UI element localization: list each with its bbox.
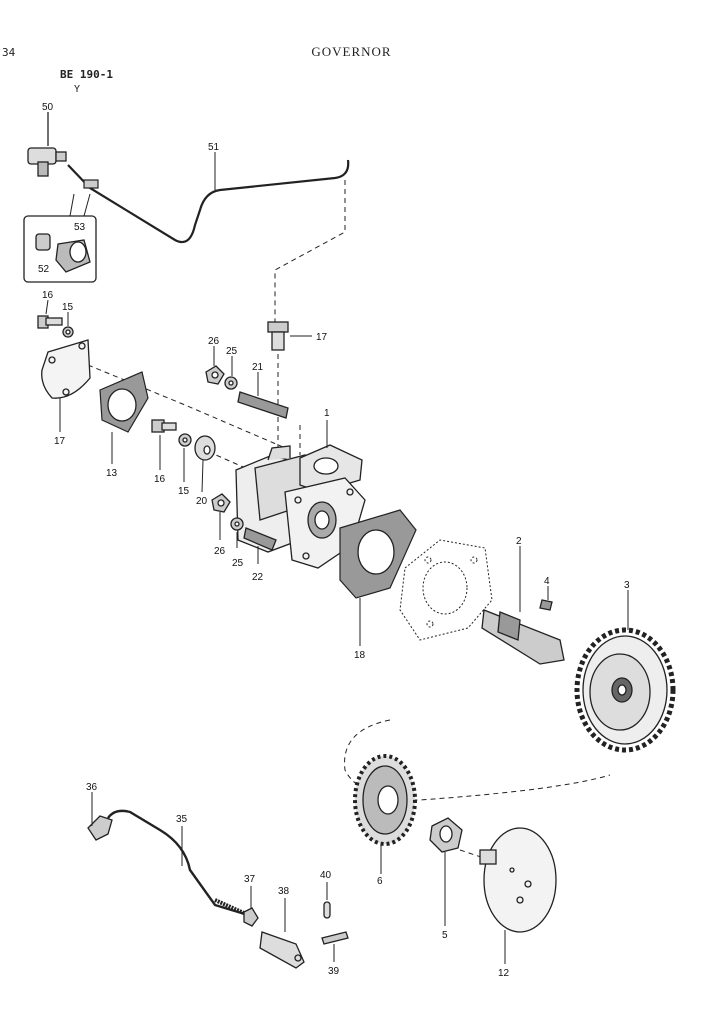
part-label-15: 15 — [178, 486, 190, 497]
part-label-13: 20 — [196, 496, 208, 507]
dotted-mounting-plate — [399, 539, 493, 641]
part-label-12: 12 — [498, 968, 510, 979]
part-23-stud — [237, 372, 289, 419]
part-label-4: 4 — [544, 576, 550, 587]
part-label-17: 17 — [54, 436, 66, 447]
part-label-39: 39 — [328, 966, 340, 977]
part-label-25-upper: 25 — [226, 346, 238, 357]
part-label-25-lower: 25 — [232, 558, 244, 569]
part-17-cover-plate — [41, 339, 91, 432]
parts-13-15-16 — [151, 419, 216, 493]
part-label-19: 15 — [62, 302, 74, 313]
part-3-governor-gear — [574, 590, 676, 753]
part-label-5: 5 — [442, 930, 448, 941]
part-38-clevis — [259, 898, 305, 969]
parts-35-36-governor-rod — [87, 792, 249, 917]
part-label-40: 40 — [320, 870, 332, 881]
part-6-flyweight-assembly — [353, 754, 417, 874]
part-50-fitting — [27, 112, 67, 177]
part-12-governor-disc — [479, 827, 557, 964]
part-18-gasket — [99, 371, 149, 464]
part-label-51: 51 — [208, 142, 220, 153]
reference-code: BE 190-1 — [60, 68, 113, 81]
part-2-governor-shaft — [481, 546, 565, 665]
part-labels: 50 51 53 52 16 15 17 26 25 21 1 17 13 16… — [38, 102, 630, 979]
part-22-gasket — [339, 509, 417, 646]
part-4-key — [539, 586, 553, 611]
part-37-nut — [243, 886, 259, 927]
parts-24-25-26-lower — [211, 493, 277, 564]
part-label-24: 22 — [252, 572, 264, 583]
part-label-18: 13 — [106, 468, 118, 479]
part-label-20: 16 — [42, 290, 54, 301]
reference-sub: Y — [74, 84, 81, 95]
part-label-35: 35 — [176, 814, 188, 825]
page-number: 34 — [2, 46, 16, 59]
part-21-nipple — [267, 321, 312, 351]
parts-39-40-pin — [321, 882, 349, 962]
part-label-21: 17 — [316, 332, 328, 343]
part-label-26-lower: 26 — [214, 546, 226, 557]
parts-25-26-upper — [205, 346, 238, 390]
part-label-6: 6 — [377, 876, 383, 887]
part-label-23: 21 — [252, 362, 264, 373]
part-label-36: 36 — [86, 782, 98, 793]
inset-box-52-53 — [23, 193, 97, 283]
part-5-nut — [429, 817, 463, 926]
parts-19-20-bolt-washer — [37, 299, 74, 338]
part-label-26-upper: 26 — [208, 336, 220, 347]
page-title: GOVERNOR — [311, 44, 392, 59]
part-label-52: 52 — [38, 264, 50, 275]
part-label-50: 50 — [42, 102, 54, 113]
part-label-22: 18 — [354, 650, 366, 661]
part-label-16: 16 — [154, 474, 166, 485]
part-label-1: 1 — [324, 408, 330, 419]
part-label-53: 53 — [74, 222, 86, 233]
part-label-38: 38 — [278, 886, 290, 897]
part-label-37: 37 — [244, 874, 256, 885]
part-label-2: 2 — [516, 536, 522, 547]
part-51-pipe — [67, 152, 350, 244]
part-label-3: 3 — [624, 580, 630, 591]
